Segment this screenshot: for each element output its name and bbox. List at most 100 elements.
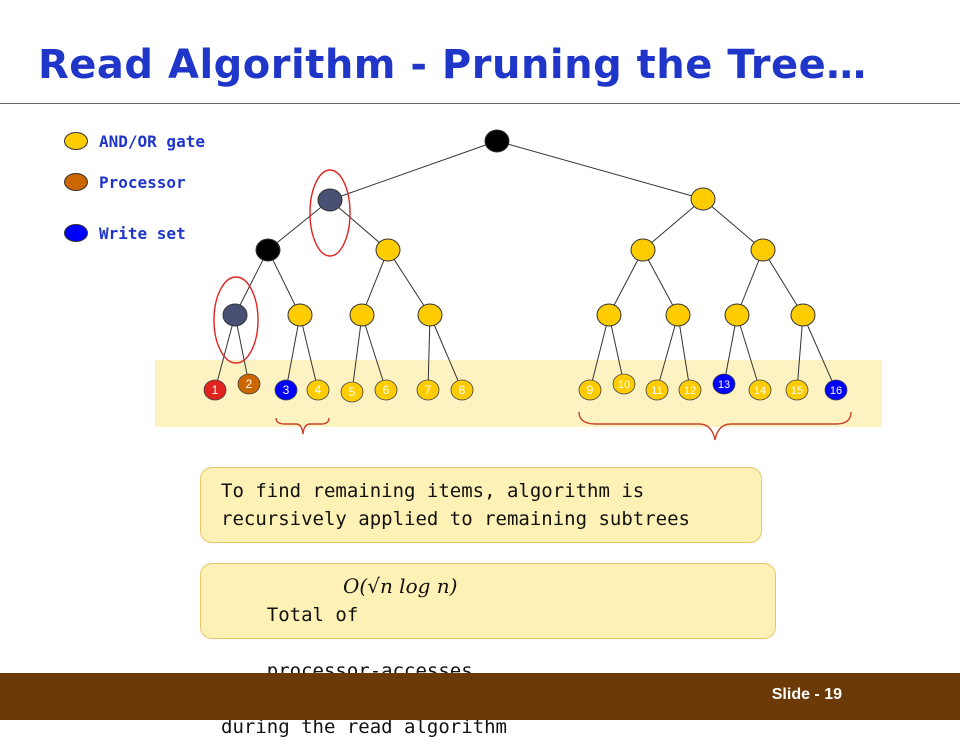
tree-edge: [496, 140, 704, 200]
leaf-node-16: [824, 379, 848, 401]
leaf-label: 10: [618, 379, 630, 391]
tree-node-gate: [790, 303, 816, 327]
recursion-note-line-2: recursively applied to remaining subtree…: [221, 508, 690, 530]
tree-edge: [642, 249, 679, 316]
tree-edge: [285, 314, 301, 391]
tree-edge: [361, 249, 389, 316]
tree-node-gate: [417, 303, 443, 327]
leaf-node-11: [645, 379, 669, 401]
complexity-formula: O(√n log n): [343, 574, 458, 598]
leaf-label: 14: [754, 385, 766, 397]
legend-write-set-label: Write set: [99, 224, 186, 243]
left-subtree-brace: [275, 417, 330, 435]
tree-edge: [736, 249, 764, 316]
tree-edge: [234, 314, 250, 385]
tree-node-gate: [665, 303, 691, 327]
tree-edge: [267, 199, 331, 251]
write-set-swatch-icon: [64, 224, 88, 242]
tree-edge: [387, 249, 431, 316]
leaf-node-10: [612, 373, 636, 395]
tree-edges: [214, 140, 837, 393]
leaf-label: 2: [246, 377, 253, 391]
tree-node-gate: [596, 303, 622, 327]
leaf-label: 8: [459, 383, 466, 397]
leaf-node-1: [203, 379, 227, 401]
tree-edge: [361, 314, 387, 391]
tree-node-gate: [724, 303, 750, 327]
right-subtree-brace: [578, 411, 852, 441]
processor-swatch-icon: [64, 173, 88, 191]
leaf-node-14: [748, 379, 772, 401]
leaf-label: 3: [283, 383, 290, 397]
leaf-band: [155, 360, 882, 427]
slide-number: Slide - 19: [771, 686, 842, 703]
tree-node-pruned: [222, 303, 248, 327]
tree-edge: [702, 198, 764, 251]
leaf-node-2: [237, 373, 261, 395]
tree-edge: [214, 314, 236, 391]
tree-node-dark: [484, 129, 510, 153]
tree-edge: [234, 249, 269, 316]
tree-edge: [429, 314, 463, 391]
leaf-node-13: [712, 373, 736, 395]
leaf-label: 4: [315, 383, 322, 397]
tree-edge: [351, 314, 363, 393]
tree-edge: [642, 198, 704, 251]
legend-gate-label: AND/OR gate: [99, 132, 205, 151]
leaf-label: 6: [383, 383, 390, 397]
leaf-node-12: [678, 379, 702, 401]
tree-node-gate: [630, 238, 656, 262]
recursion-note-line-1: To find remaining items, algorithm is: [221, 480, 645, 502]
leaf-label: 5: [349, 385, 356, 399]
tree-edge: [608, 314, 625, 385]
tree-edge: [329, 140, 498, 201]
tree-node-gate: [349, 303, 375, 327]
tree-edge: [762, 249, 804, 316]
tree-edge: [299, 314, 319, 391]
tree-node-gate: [750, 238, 776, 262]
complexity-prefix: Total of: [266, 604, 359, 626]
tree-edge: [329, 199, 389, 251]
tree-edge: [677, 314, 691, 391]
leaf-label: 1: [212, 383, 219, 397]
tree-node-dark: [255, 238, 281, 262]
leaf-node-3: [274, 379, 298, 401]
leaf-label: 9: [587, 383, 594, 397]
title-divider: [0, 103, 960, 104]
tree-node-pruned: [317, 188, 343, 212]
tree-edge: [736, 314, 761, 391]
leaf-label: 13: [718, 379, 730, 391]
gate-swatch-icon: [64, 132, 88, 150]
leaf-node-4: [306, 379, 330, 401]
tree-node-gate: [690, 187, 716, 211]
leaf-label: 12: [684, 385, 696, 397]
tree-edge: [427, 314, 431, 391]
leaf-label: 16: [830, 385, 842, 397]
leaf-label: 15: [791, 385, 803, 397]
legend-processor-label: Processor: [99, 173, 186, 192]
recursion-note: To find remaining items, algorithm is re…: [200, 467, 762, 543]
complexity-note: Total of processor-accesses during the r…: [200, 563, 776, 738]
tree-node-gate: [375, 238, 401, 262]
leaf-node-7: [416, 379, 440, 401]
tree-edge: [656, 314, 679, 391]
leaf-node-15: [785, 379, 809, 401]
slide-title: Read Algorithm - Pruning the Tree…: [38, 42, 867, 88]
tree-nodes: [222, 129, 816, 327]
tree-edge: [802, 314, 837, 391]
tree-edge: [267, 249, 301, 316]
tree-edge: [589, 314, 610, 391]
highlight-ring: [309, 169, 351, 257]
tree-edge: [608, 249, 644, 316]
highlight-ring: [213, 276, 259, 364]
leaf-node-8: [450, 379, 474, 401]
leaf-label: 11: [651, 385, 662, 397]
footer-bar: Slide - 19: [0, 673, 960, 720]
leaf-node-9: [578, 379, 602, 401]
tree-node-gate: [287, 303, 313, 327]
leaf-node-5: [340, 381, 364, 403]
leaf-node-6: [374, 379, 398, 401]
tree-edge: [796, 314, 804, 391]
